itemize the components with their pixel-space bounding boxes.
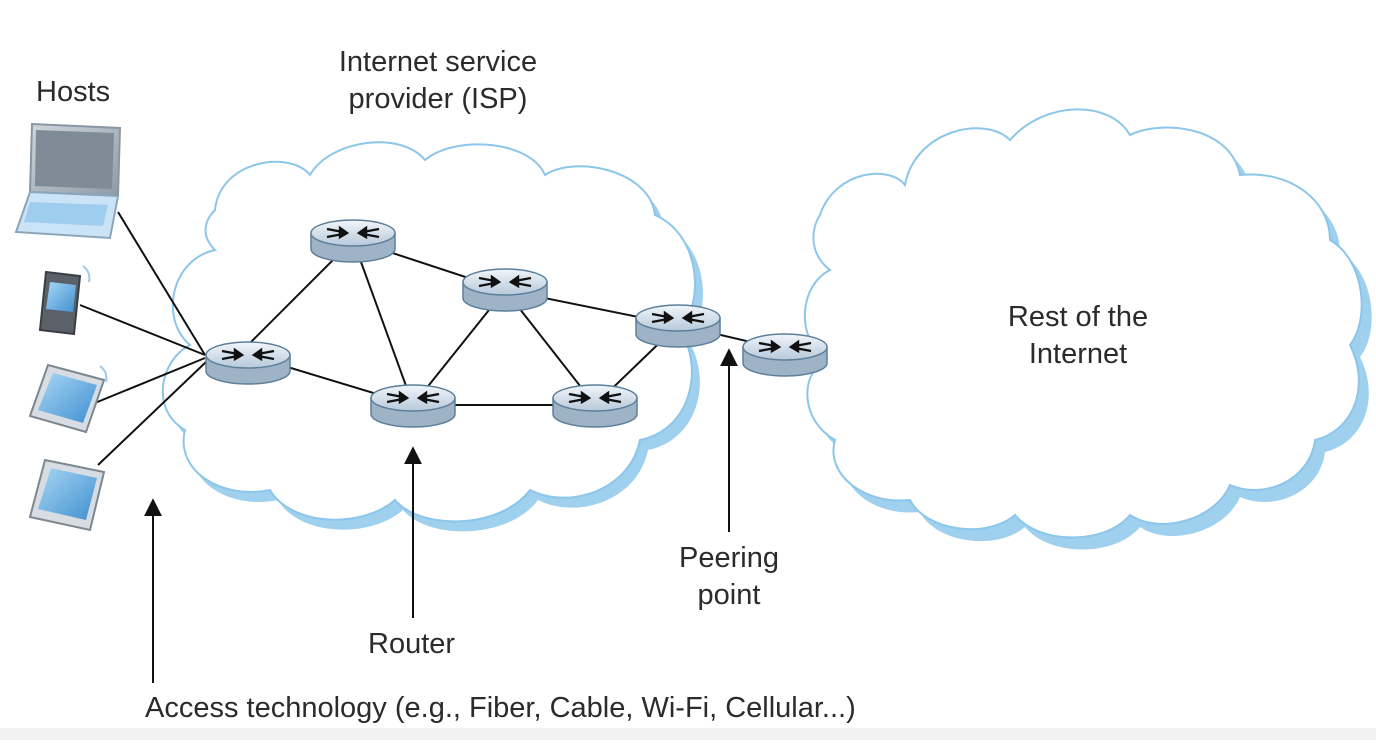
peering-label-line1: Peering [679, 542, 779, 574]
link [97, 361, 207, 466]
access-technology-label: Access technology (e.g., Fiber, Cable, W… [145, 692, 856, 724]
rest-label-line2: Internet [1028, 338, 1128, 370]
isp-cloud [161, 141, 703, 532]
link [79, 304, 206, 356]
peering-label-line2: point [697, 579, 761, 611]
annotation-arrows [144, 348, 738, 683]
router-icon [310, 219, 396, 263]
tablet-icon [28, 363, 108, 434]
router-label: Router [368, 628, 456, 660]
isp-label: Internet service provider (ISP) [318, 44, 558, 118]
router-icon [635, 304, 721, 348]
router-icon [742, 333, 828, 377]
router-icon [370, 384, 456, 428]
tablet-icon [28, 458, 106, 532]
link [117, 211, 206, 356]
router-icon [462, 268, 548, 312]
router-icon [205, 341, 291, 385]
internet-cloud [804, 108, 1372, 550]
hosts-label: Hosts [36, 76, 111, 108]
router-icon [552, 384, 638, 428]
link [352, 239, 414, 406]
bottom-bar [0, 728, 1376, 740]
link [89, 357, 206, 406]
laptop-icon [14, 122, 122, 240]
isp-label-line1: Internet service [338, 46, 538, 78]
cellphone-icon [38, 265, 91, 336]
rest-label-line1: Rest of the [1007, 301, 1149, 333]
isp-label-line2: provider (ISP) [348, 83, 528, 115]
rest-of-internet-label: Rest of the Internet [978, 299, 1178, 373]
peering-point-label: Peering point [664, 540, 794, 614]
